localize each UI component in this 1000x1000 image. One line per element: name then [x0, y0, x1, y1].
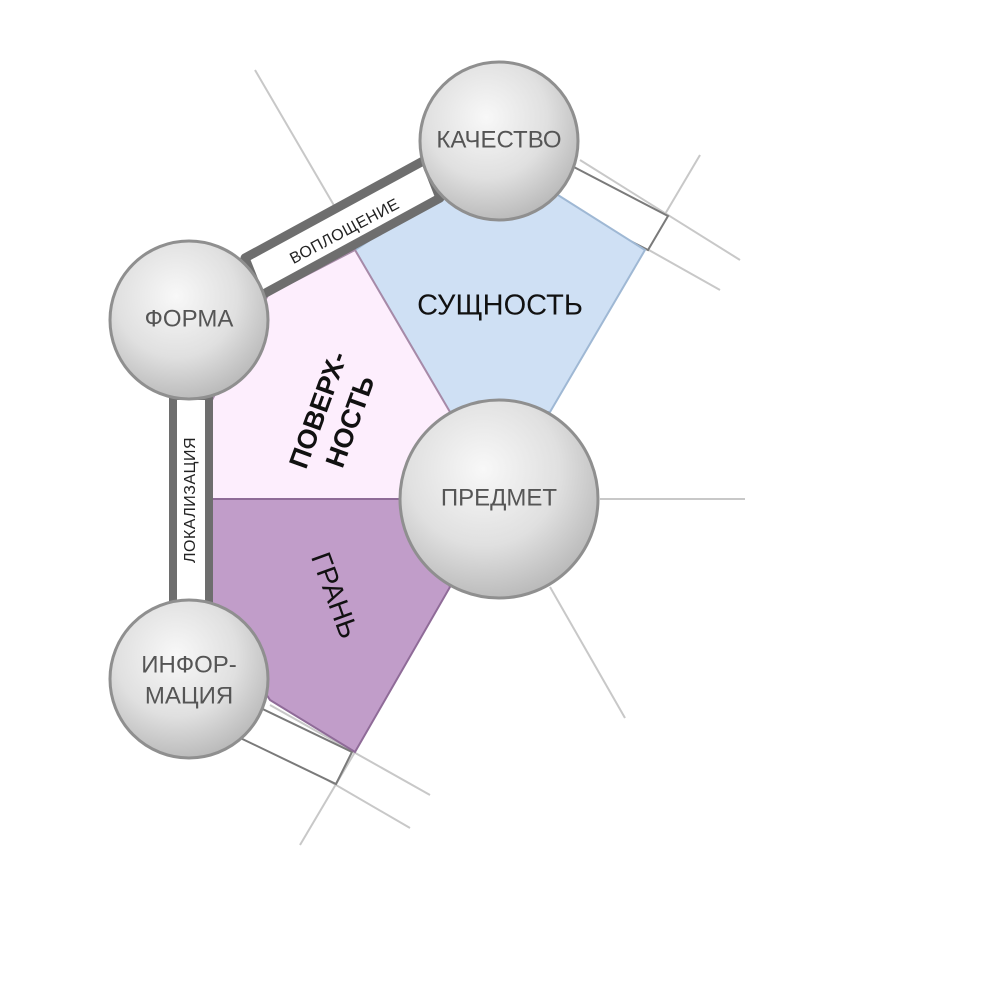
- edge-label-lokalizaciya: ЛОКАЛИЗАЦИЯ: [182, 437, 199, 563]
- connector-lokalizaciya: ЛОКАЛИЗАЦИЯ: [169, 392, 213, 614]
- nodes: КАЧЕСТВО ФОРМА ИНФОР- МАЦИЯ ПРЕДМЕТ: [108, 60, 600, 760]
- guide-line: [299, 751, 356, 846]
- node-informaciya: ИНФОР- МАЦИЯ: [108, 598, 270, 760]
- node-forma: ФОРМА: [108, 239, 270, 401]
- region-label-sushchnost: СУЩНОСТЬ: [417, 290, 583, 322]
- guide-line: [579, 159, 741, 261]
- node-label-forma: ФОРМА: [145, 305, 234, 332]
- guide-line: [549, 586, 626, 719]
- regions: [211, 189, 647, 754]
- node-predmet: ПРЕДМЕТ: [398, 398, 600, 600]
- node-label-kachestvo: КАЧЕСТВО: [436, 126, 561, 153]
- connectors: ВОПЛОЩЕНИЕ ЛОКАЛИЗАЦИЯ: [169, 155, 445, 614]
- node-label-informaciya-line1: ИНФОР-: [141, 651, 237, 678]
- node-label-informaciya-line2: МАЦИЯ: [145, 682, 233, 709]
- node-label-predmet: ПРЕДМЕТ: [441, 484, 558, 511]
- node-kachestvo: КАЧЕСТВО: [418, 60, 580, 222]
